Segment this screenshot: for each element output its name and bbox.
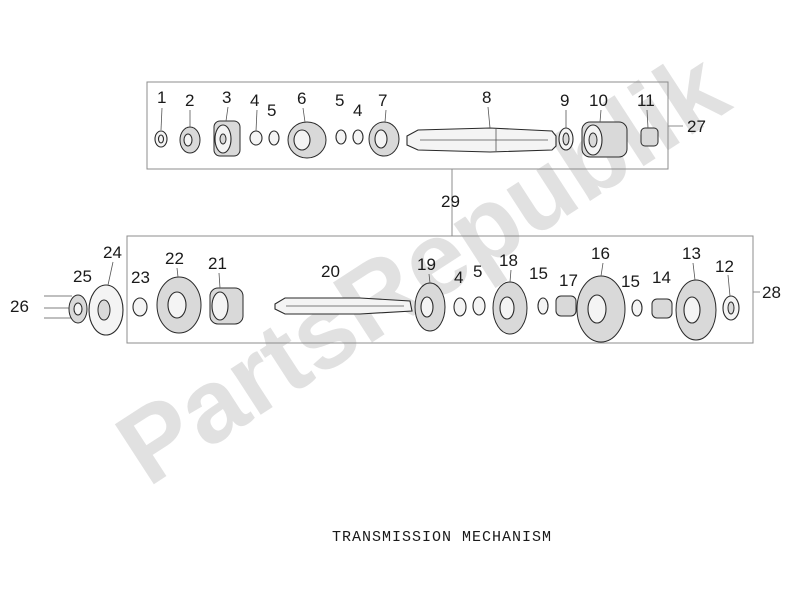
- part-number: 15: [529, 264, 548, 283]
- part-number: 6: [297, 89, 306, 108]
- washer-15: [537, 297, 549, 315]
- diagram-caption: TRANSMISSION MECHANISM: [332, 529, 553, 546]
- ring-5c: [472, 296, 486, 316]
- part-number: 18: [499, 251, 518, 270]
- part-number: 4: [353, 101, 362, 120]
- ring-5: [268, 130, 280, 146]
- washer-4b: [352, 129, 364, 145]
- ring-5b: [335, 129, 347, 145]
- lower-row-parts: [44, 275, 740, 343]
- group-label-27: 27: [687, 117, 706, 136]
- part-number: 19: [417, 255, 436, 274]
- part-number: 25: [73, 267, 92, 286]
- lower-row-labels: 24 25 26 23 22 21 20 19 4 5 18 15 17 16 …: [10, 243, 734, 316]
- part-number: 14: [652, 268, 671, 287]
- part-number: 16: [591, 244, 610, 263]
- part-number: 1: [157, 88, 166, 107]
- part-number: 17: [559, 271, 578, 290]
- part-number: 10: [589, 91, 608, 110]
- part-number: 15: [621, 272, 640, 291]
- leader-lines: [107, 106, 731, 297]
- washer-4: [249, 130, 263, 146]
- part-number: 4: [454, 268, 463, 287]
- part-number: 5: [267, 101, 276, 120]
- part-number: 4: [250, 91, 259, 110]
- part-number: 8: [482, 88, 491, 107]
- washer-15b: [631, 299, 643, 317]
- part-number: 20: [321, 262, 340, 281]
- part-number: 9: [560, 91, 569, 110]
- part-number: 22: [165, 249, 184, 268]
- part-number: 7: [378, 91, 387, 110]
- part-number: 11: [637, 91, 655, 110]
- part-number: 3: [222, 88, 231, 107]
- upper-row-parts: [154, 120, 659, 159]
- part-number: 26: [10, 297, 29, 316]
- part-number: 2: [185, 91, 194, 110]
- part-number: 24: [103, 243, 122, 262]
- lower-assembly-frame: [126, 235, 754, 344]
- part-number: 12: [715, 257, 734, 276]
- washer-23: [132, 297, 148, 317]
- upper-row-labels: 1 2 3 4 5 6 5 4 7 8 9 10 11: [157, 88, 655, 120]
- part-number: 5: [473, 262, 482, 281]
- bushing-17: [555, 295, 577, 317]
- part-number: 13: [682, 244, 701, 263]
- part-number: 23: [131, 268, 150, 287]
- part-number: 21: [208, 254, 227, 273]
- bushing-11: [640, 127, 659, 147]
- bushing-14: [651, 298, 673, 319]
- washer-4c: [453, 297, 467, 317]
- group-label-28: 28: [762, 283, 781, 302]
- part-number: 5: [335, 91, 344, 110]
- group-label-29: 29: [441, 192, 460, 211]
